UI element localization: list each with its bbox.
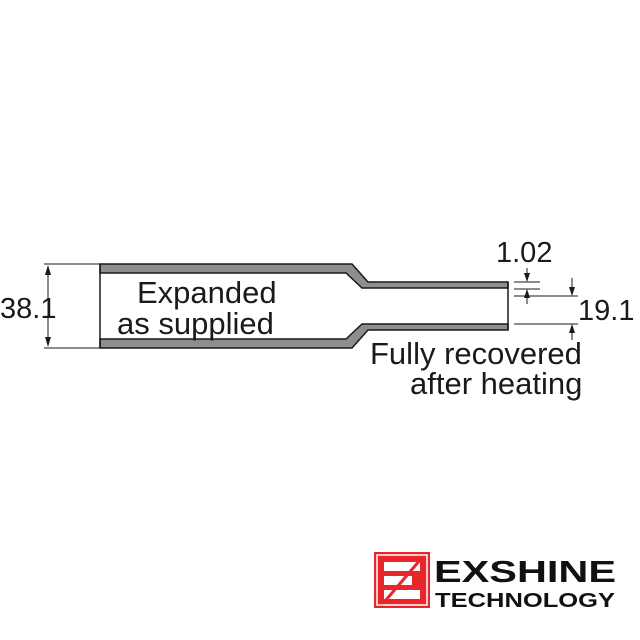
label-expanded-line1: Expanded — [137, 275, 277, 310]
dimension-wall — [514, 268, 540, 304]
logo-mark — [374, 552, 430, 608]
dim-wall-label: 1.02 — [496, 237, 552, 269]
dimension-outer — [44, 263, 100, 349]
logo-tagline: TECHNOLOGY — [435, 590, 616, 612]
label-recovered-line2: after heating — [410, 366, 582, 401]
exshine-logo: EXSHINE TECHNOLOGY — [374, 552, 616, 612]
label-expanded-line2: as supplied — [117, 306, 274, 341]
logo-brand: EXSHINE — [434, 554, 616, 589]
dim-inner-label: 19.1 — [578, 295, 634, 327]
label-recovered-line1: Fully recovered — [370, 336, 582, 371]
dim-outer-label: 38.1 — [0, 293, 56, 325]
tube-wall — [99, 263, 509, 349]
dimension-inner — [514, 278, 578, 340]
